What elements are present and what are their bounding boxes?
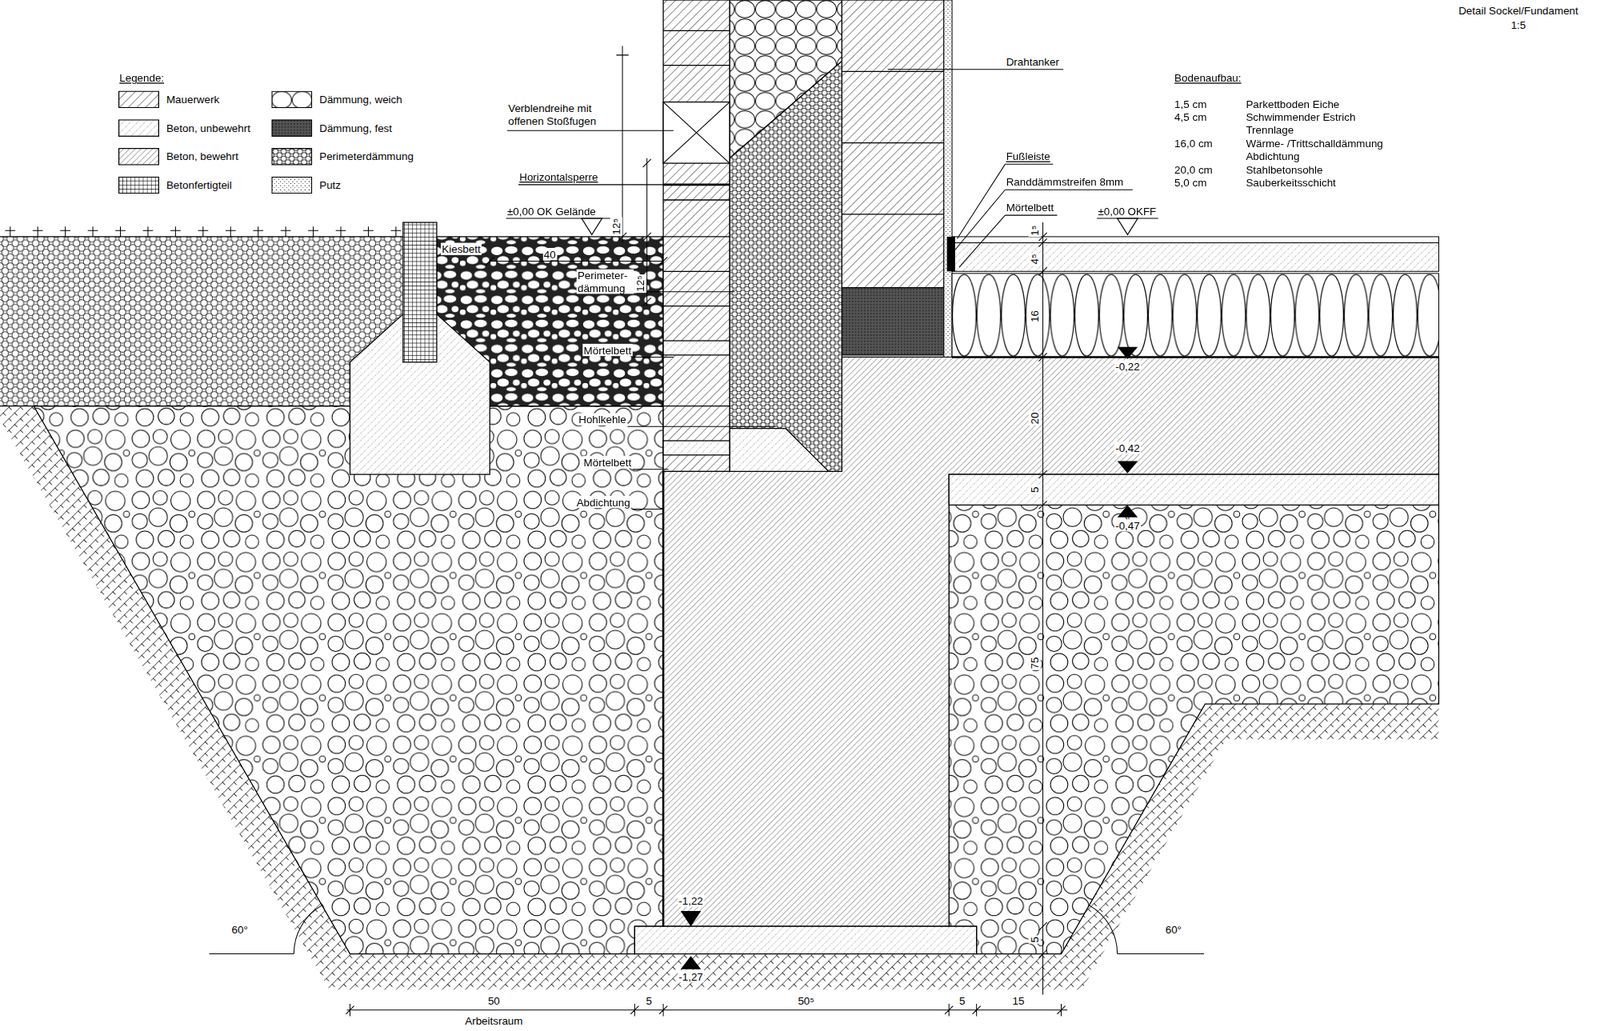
legend-text: Perimeterdämmung <box>318 150 415 163</box>
callout-label: Abdichtung <box>575 496 632 508</box>
dimension-label: Arbeitsraum <box>464 1014 524 1027</box>
callout-label: Fußleiste <box>1004 150 1052 163</box>
dimension-value: 5 <box>958 995 967 1008</box>
dimension-value: 75 <box>1028 656 1041 670</box>
layer-name: Wärme- /Trittschalldämmung <box>1244 136 1384 149</box>
dimension-value: 12⁵ <box>610 217 623 236</box>
callout-label: Horizontalsperre <box>518 170 600 183</box>
dimension-value: 16 <box>1028 309 1041 324</box>
dimension-value: 40 <box>543 248 557 260</box>
callout-label: Mörtelbett <box>582 456 632 468</box>
callout-label: Perimeter- dämmung <box>576 269 634 295</box>
legend-text: Putz <box>318 179 342 192</box>
legend-swatch <box>118 119 160 137</box>
legend-heading: Legende: <box>118 71 165 84</box>
callout-label: Randdämmstreifen 8mm <box>1004 175 1124 188</box>
dimension-value: 4⁵ <box>1028 252 1041 266</box>
layer-name: Abdichtung <box>1244 150 1301 163</box>
dimension-value: 5 <box>1028 485 1041 494</box>
layer-thickness: 20,0 cm <box>1173 163 1214 176</box>
legend-text: Dämmung, fest <box>318 121 393 134</box>
level-label: ±0,00 OKFF <box>1096 204 1157 217</box>
callout-label: Drahtanker <box>1004 55 1060 68</box>
dimension-value: 12⁵ <box>633 274 646 293</box>
angle-value: 60° <box>1164 923 1183 936</box>
legend-text: Beton, unbewehrt <box>165 121 252 134</box>
angle-value: 60° <box>230 923 249 936</box>
dimension-value: 1⁵ <box>1028 224 1041 237</box>
legend-swatch <box>271 91 312 109</box>
legend-item: Beton, bewehrt <box>118 148 240 166</box>
legend-swatch <box>271 148 312 166</box>
legend-swatch <box>118 148 160 166</box>
layer-thickness: 16,0 cm <box>1173 136 1214 149</box>
legend-swatch <box>271 119 312 137</box>
layer-name: Parkettboden Eiche <box>1244 97 1340 110</box>
legend-text: Mauerwerk <box>165 93 221 106</box>
callout-label: Hohlkehle <box>577 413 628 426</box>
legend-item: Perimeterdämmung <box>271 148 415 166</box>
legend-text: Betonfertigteil <box>165 179 233 192</box>
layer-name: Trennlage <box>1244 123 1295 136</box>
level-value: -1,27 <box>677 970 704 983</box>
legend-item: Dämmung, weich <box>271 91 404 109</box>
legend-text: Beton, bewehrt <box>165 150 240 163</box>
level-value: -0,47 <box>1114 519 1141 532</box>
legend-swatch <box>118 91 160 109</box>
dimension-value: 50⁵ <box>796 995 816 1008</box>
layer-name: Schwimmender Estrich <box>1244 110 1357 123</box>
dimension-value: 5 <box>1028 936 1041 944</box>
layer-name: Stahlbetonsohle <box>1244 163 1324 176</box>
dimension-value: 50 <box>487 995 501 1008</box>
legend-item: Putz <box>271 176 342 195</box>
level-label: ±0,00 OK Gelände <box>506 204 597 217</box>
level-value: -0,42 <box>1114 441 1141 454</box>
legend-item: Dämmung, fest <box>271 119 393 137</box>
dimension-value: 15 <box>1011 995 1025 1008</box>
layer-thickness: 4,5 cm <box>1173 110 1208 123</box>
legend-text: Dämmung, weich <box>318 93 404 106</box>
level-value: -0,22 <box>1114 360 1141 372</box>
callout-label: Mörtelbett <box>582 344 632 356</box>
callout-label: Mörtelbett <box>1004 200 1055 213</box>
legend-swatch <box>271 176 312 195</box>
scale-note: 1:5 <box>1509 18 1527 31</box>
layer-thickness: 1,5 cm <box>1173 97 1208 110</box>
dimension-value: 5 <box>644 995 653 1008</box>
callout-label: Kiesbett <box>440 243 482 256</box>
legend-item: Mauerwerk <box>118 91 220 109</box>
callout-label: Verblendreihe mit offenen Stoßfugen <box>507 102 612 128</box>
level-value: -1,22 <box>677 895 704 908</box>
layer-thickness: 5,0 cm <box>1173 176 1208 189</box>
table-heading: Bodenaufbau: <box>1173 71 1243 84</box>
legend-swatch <box>118 176 160 195</box>
layer-name: Sauberkeitsschicht <box>1244 176 1337 189</box>
drawing-title: Detail Sockel/Fundament <box>1457 4 1580 16</box>
legend-item: Betonfertigteil <box>118 176 233 195</box>
dimension-value: 20 <box>1028 411 1041 425</box>
legend-item: Beton, unbewehrt <box>118 119 252 137</box>
